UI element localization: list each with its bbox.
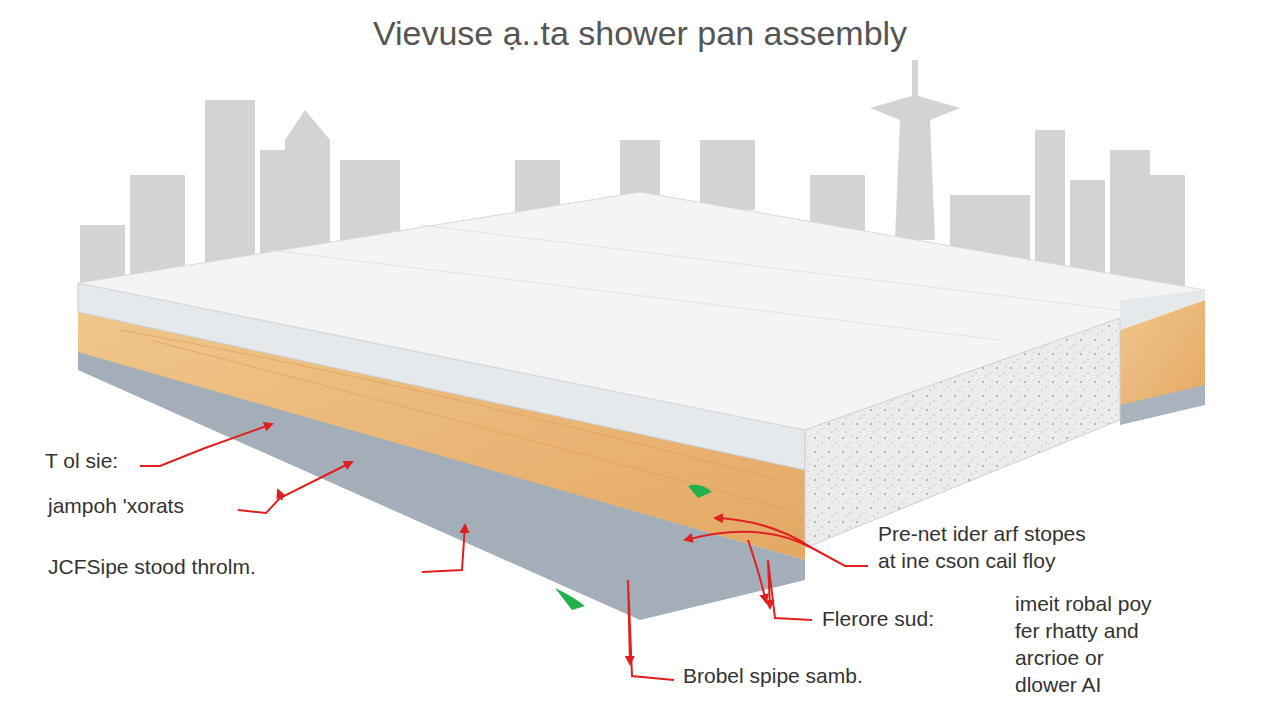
part-label: T ol sie: (45, 447, 118, 474)
part-label: Pre-net ider arf stopes at ine cson cail… (878, 520, 1108, 574)
part-label: Flerore sud: (822, 605, 934, 632)
leader-lines (140, 424, 868, 680)
part-label: JCFSipe stood throlm. (48, 553, 256, 580)
part-label: Brobel spipe samb. (683, 662, 863, 689)
part-label: jampoh 'xorats (48, 492, 184, 519)
part-label: imeit robal poy fer rhatty and arcrioe o… (1015, 590, 1153, 698)
diagram-title: Vievuse ạ..ta shower pan assembly (0, 14, 1280, 53)
